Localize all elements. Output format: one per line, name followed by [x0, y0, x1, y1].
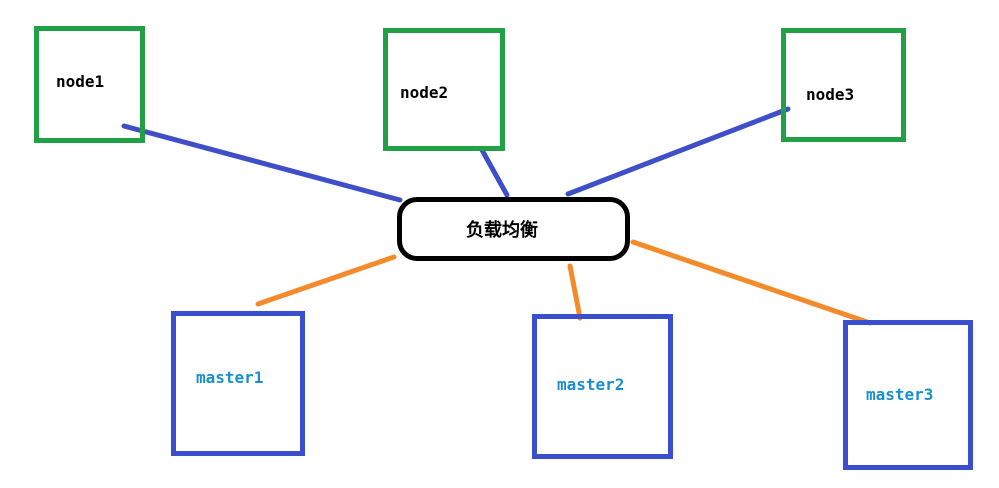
master2-box[interactable]	[532, 314, 673, 459]
master3-box[interactable]	[843, 320, 973, 470]
edge-lb-master3	[630, 239, 873, 326]
node3-box[interactable]	[781, 28, 906, 142]
load-balancer-box[interactable]	[397, 197, 630, 261]
edge-lb-master2	[567, 263, 583, 321]
edge-lb-master1	[255, 254, 397, 307]
node1-label: node1	[56, 72, 105, 91]
master1-box[interactable]	[171, 311, 305, 456]
node1-box[interactable]	[34, 26, 145, 143]
edge-node2-lb	[479, 147, 510, 198]
node3-label: node3	[806, 85, 855, 104]
edge-node1-lb	[121, 123, 403, 203]
node2-label: node2	[400, 83, 449, 102]
edge-node3-lb	[565, 106, 791, 197]
master1-label: master1	[196, 368, 264, 387]
master2-label: master2	[557, 375, 625, 394]
load-balancer-label: 负载均衡	[466, 220, 538, 241]
master3-label: master3	[866, 385, 934, 404]
node2-box[interactable]	[383, 28, 505, 151]
